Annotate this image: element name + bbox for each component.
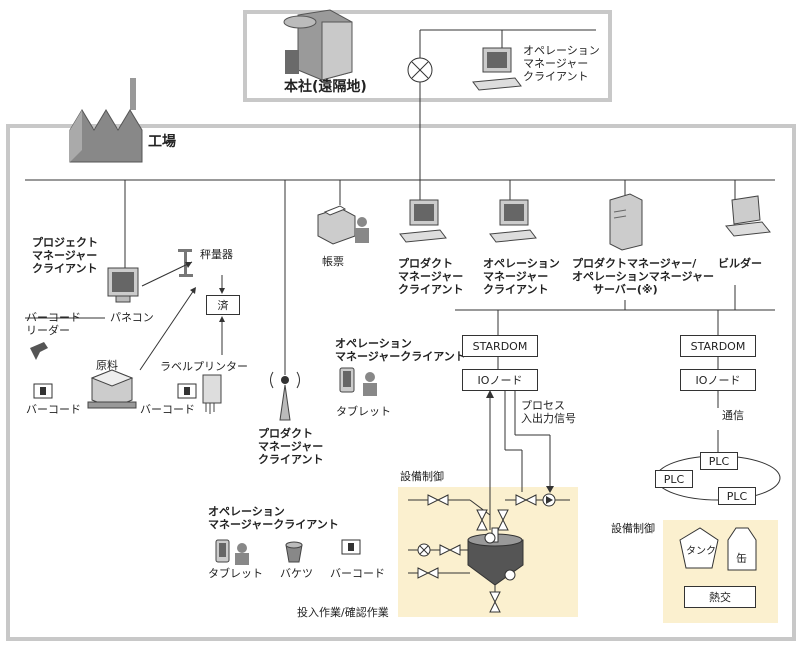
tablet-group-title-1: オペレーション	[335, 337, 412, 350]
server-line3: サーバー(※)	[593, 283, 658, 296]
laptop-icon	[725, 195, 771, 237]
wireless-ap-icon	[270, 371, 300, 421]
comm-label: 通信	[722, 409, 744, 422]
heat-exchanger-box: 熱交	[684, 586, 756, 608]
scale-label: 秤量器	[200, 248, 233, 261]
stardom-box-1: STARDOM	[462, 335, 538, 357]
valve-icon	[439, 544, 461, 556]
prod-client-line1: プロダクト	[398, 257, 453, 270]
op-client-line3: クライアント	[483, 283, 549, 296]
factory-frame	[6, 124, 796, 641]
monitor-icon	[399, 199, 447, 243]
barcode-icon	[33, 383, 53, 399]
tablet-label: タブレット	[336, 405, 391, 418]
done-box: 済	[206, 295, 240, 315]
wireless-client-line2: マネージャー	[258, 440, 324, 453]
project-client-line1: プロジェクト	[32, 236, 98, 249]
hq-frame	[243, 10, 612, 102]
op-client-line2: マネージャー	[483, 270, 549, 283]
monitor-icon	[107, 267, 139, 303]
server-line2: オペレーションマネージャー	[572, 270, 715, 283]
material-icon	[87, 369, 137, 409]
io-node-box-2: IOノード	[680, 369, 756, 391]
valve-icon	[489, 591, 501, 613]
factory-label: 工場	[148, 134, 176, 150]
person-icon	[363, 372, 377, 396]
equip-label-1: 設備制御	[400, 470, 444, 483]
project-client-line2: マネージャー	[32, 249, 98, 262]
person-icon	[235, 543, 249, 565]
label-printer-label: ラベルプリンター	[160, 360, 248, 373]
stardom-box-2: STARDOM	[680, 335, 756, 357]
valve-icon	[515, 494, 537, 506]
bucket-icon	[285, 541, 303, 563]
valve-icon	[427, 494, 449, 506]
can-label: 缶	[736, 552, 747, 565]
bottom-group-title-1: オペレーション	[208, 505, 285, 518]
tablet-group-title-2: マネージャークライアント	[335, 350, 466, 363]
person-icon	[355, 217, 369, 243]
tank-shape	[679, 527, 719, 569]
valve-icon	[476, 509, 488, 531]
bucket-label: バケツ	[280, 567, 313, 580]
wireless-client-line3: クライアント	[258, 453, 324, 466]
bottom-group-title-2: マネージャークライアント	[208, 518, 339, 531]
barcode-icon	[177, 383, 197, 399]
barcode-reader-line2: リーダー	[26, 324, 70, 337]
bottom-tablet-label: タブレット	[208, 567, 263, 580]
process-io-line1: プロセス	[521, 399, 565, 412]
reactor-tank-icon	[467, 527, 524, 586]
io-node-box-1: IOノード	[462, 369, 538, 391]
server-icon	[609, 193, 643, 251]
barcode-reader-line1: バーコード	[26, 311, 81, 324]
pc-label: パネコン	[110, 311, 154, 324]
hq-op-client-line1: オペレーション	[523, 44, 600, 57]
barcode-label-1: バーコード	[26, 403, 81, 416]
builder-label: ビルダー	[718, 257, 762, 270]
plc-box-right: PLC	[718, 487, 756, 505]
barcode-label-2: バーコード	[140, 403, 195, 416]
op-client-line1: オペレーション	[483, 257, 560, 270]
process-io-line2: 入出力信号	[521, 412, 576, 425]
tablet-icon	[215, 539, 230, 563]
valve-icon	[417, 567, 439, 579]
work-label: 投入作業/確認作業	[297, 606, 389, 619]
barcode-icon	[341, 539, 361, 555]
building-icon	[283, 9, 353, 81]
monitor-icon	[489, 199, 537, 243]
hq-op-client-line3: クライアント	[523, 70, 589, 83]
factory-icon	[69, 78, 143, 163]
label-printer-icon	[202, 374, 222, 414]
tank-label: タンク	[686, 546, 716, 557]
wireless-client-line1: プロダクト	[258, 427, 313, 440]
prod-client-line3: クライアント	[398, 283, 464, 296]
form-label: 帳票	[322, 255, 344, 268]
printer-icon	[317, 205, 356, 245]
hq-label: 本社(遠隔地)	[284, 79, 367, 95]
bottom-barcode-label: バーコード	[330, 567, 385, 580]
material-label: 原料	[96, 359, 118, 372]
can-shape	[727, 527, 757, 571]
plc-box-left: PLC	[655, 470, 693, 488]
prod-client-line2: マネージャー	[398, 270, 464, 283]
valve-icon	[497, 509, 509, 531]
monitor-icon	[472, 47, 522, 91]
server-line1: プロダクトマネージャー/	[572, 257, 697, 270]
hq-op-client-line2: マネージャー	[523, 57, 589, 70]
equip-label-2: 設備制御	[611, 522, 655, 535]
barcode-reader-icon	[30, 342, 48, 360]
plc-box-top: PLC	[700, 452, 738, 470]
project-client-line3: クライアント	[32, 262, 98, 275]
tablet-icon	[339, 367, 355, 393]
